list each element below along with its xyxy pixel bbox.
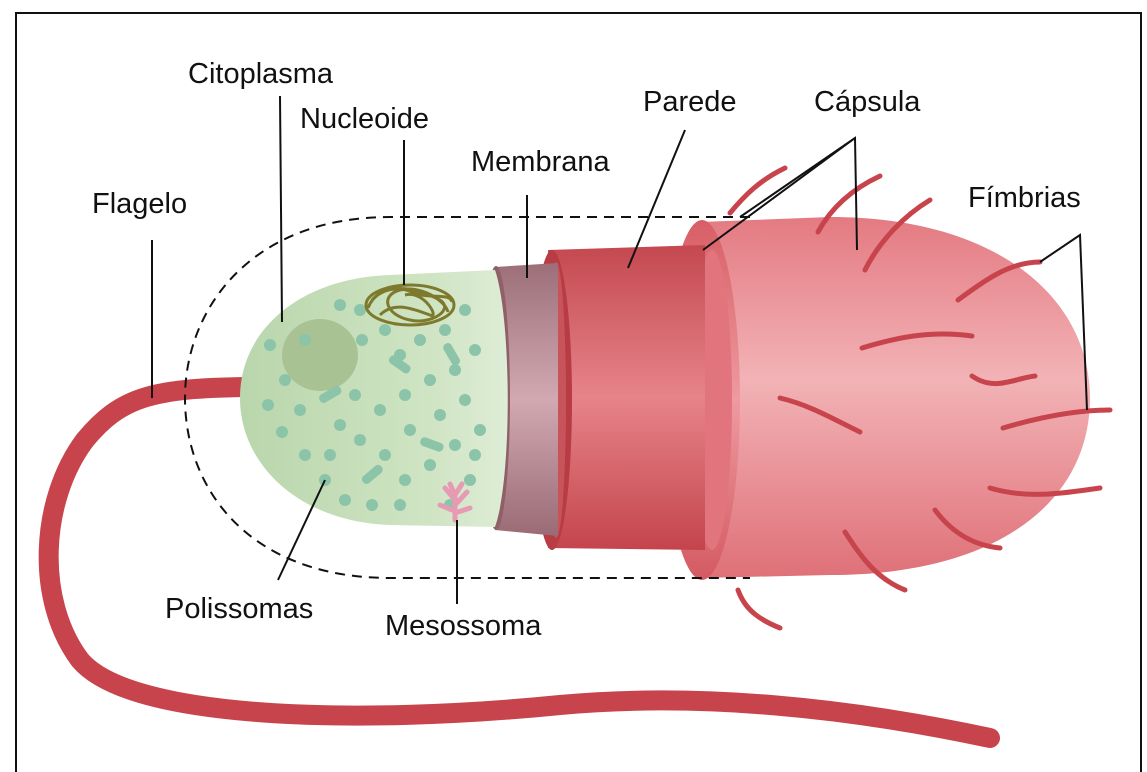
- label-parede: Parede: [643, 88, 737, 117]
- label-citoplasma: Citoplasma: [188, 60, 333, 89]
- label-mesossoma: Mesossoma: [385, 612, 541, 641]
- label-membrana: Membrana: [471, 148, 610, 177]
- label-fimbrias: Fímbrias: [968, 184, 1081, 213]
- label-capsula: Cápsula: [814, 88, 920, 117]
- label-flagelo: Flagelo: [92, 190, 187, 219]
- inclusion-body: [282, 319, 358, 391]
- leader-citoplasma: [280, 96, 282, 322]
- capsule-body: [700, 217, 1090, 578]
- label-polissomas: Polissomas: [165, 595, 313, 624]
- label-nucleoide: Nucleoide: [300, 105, 429, 134]
